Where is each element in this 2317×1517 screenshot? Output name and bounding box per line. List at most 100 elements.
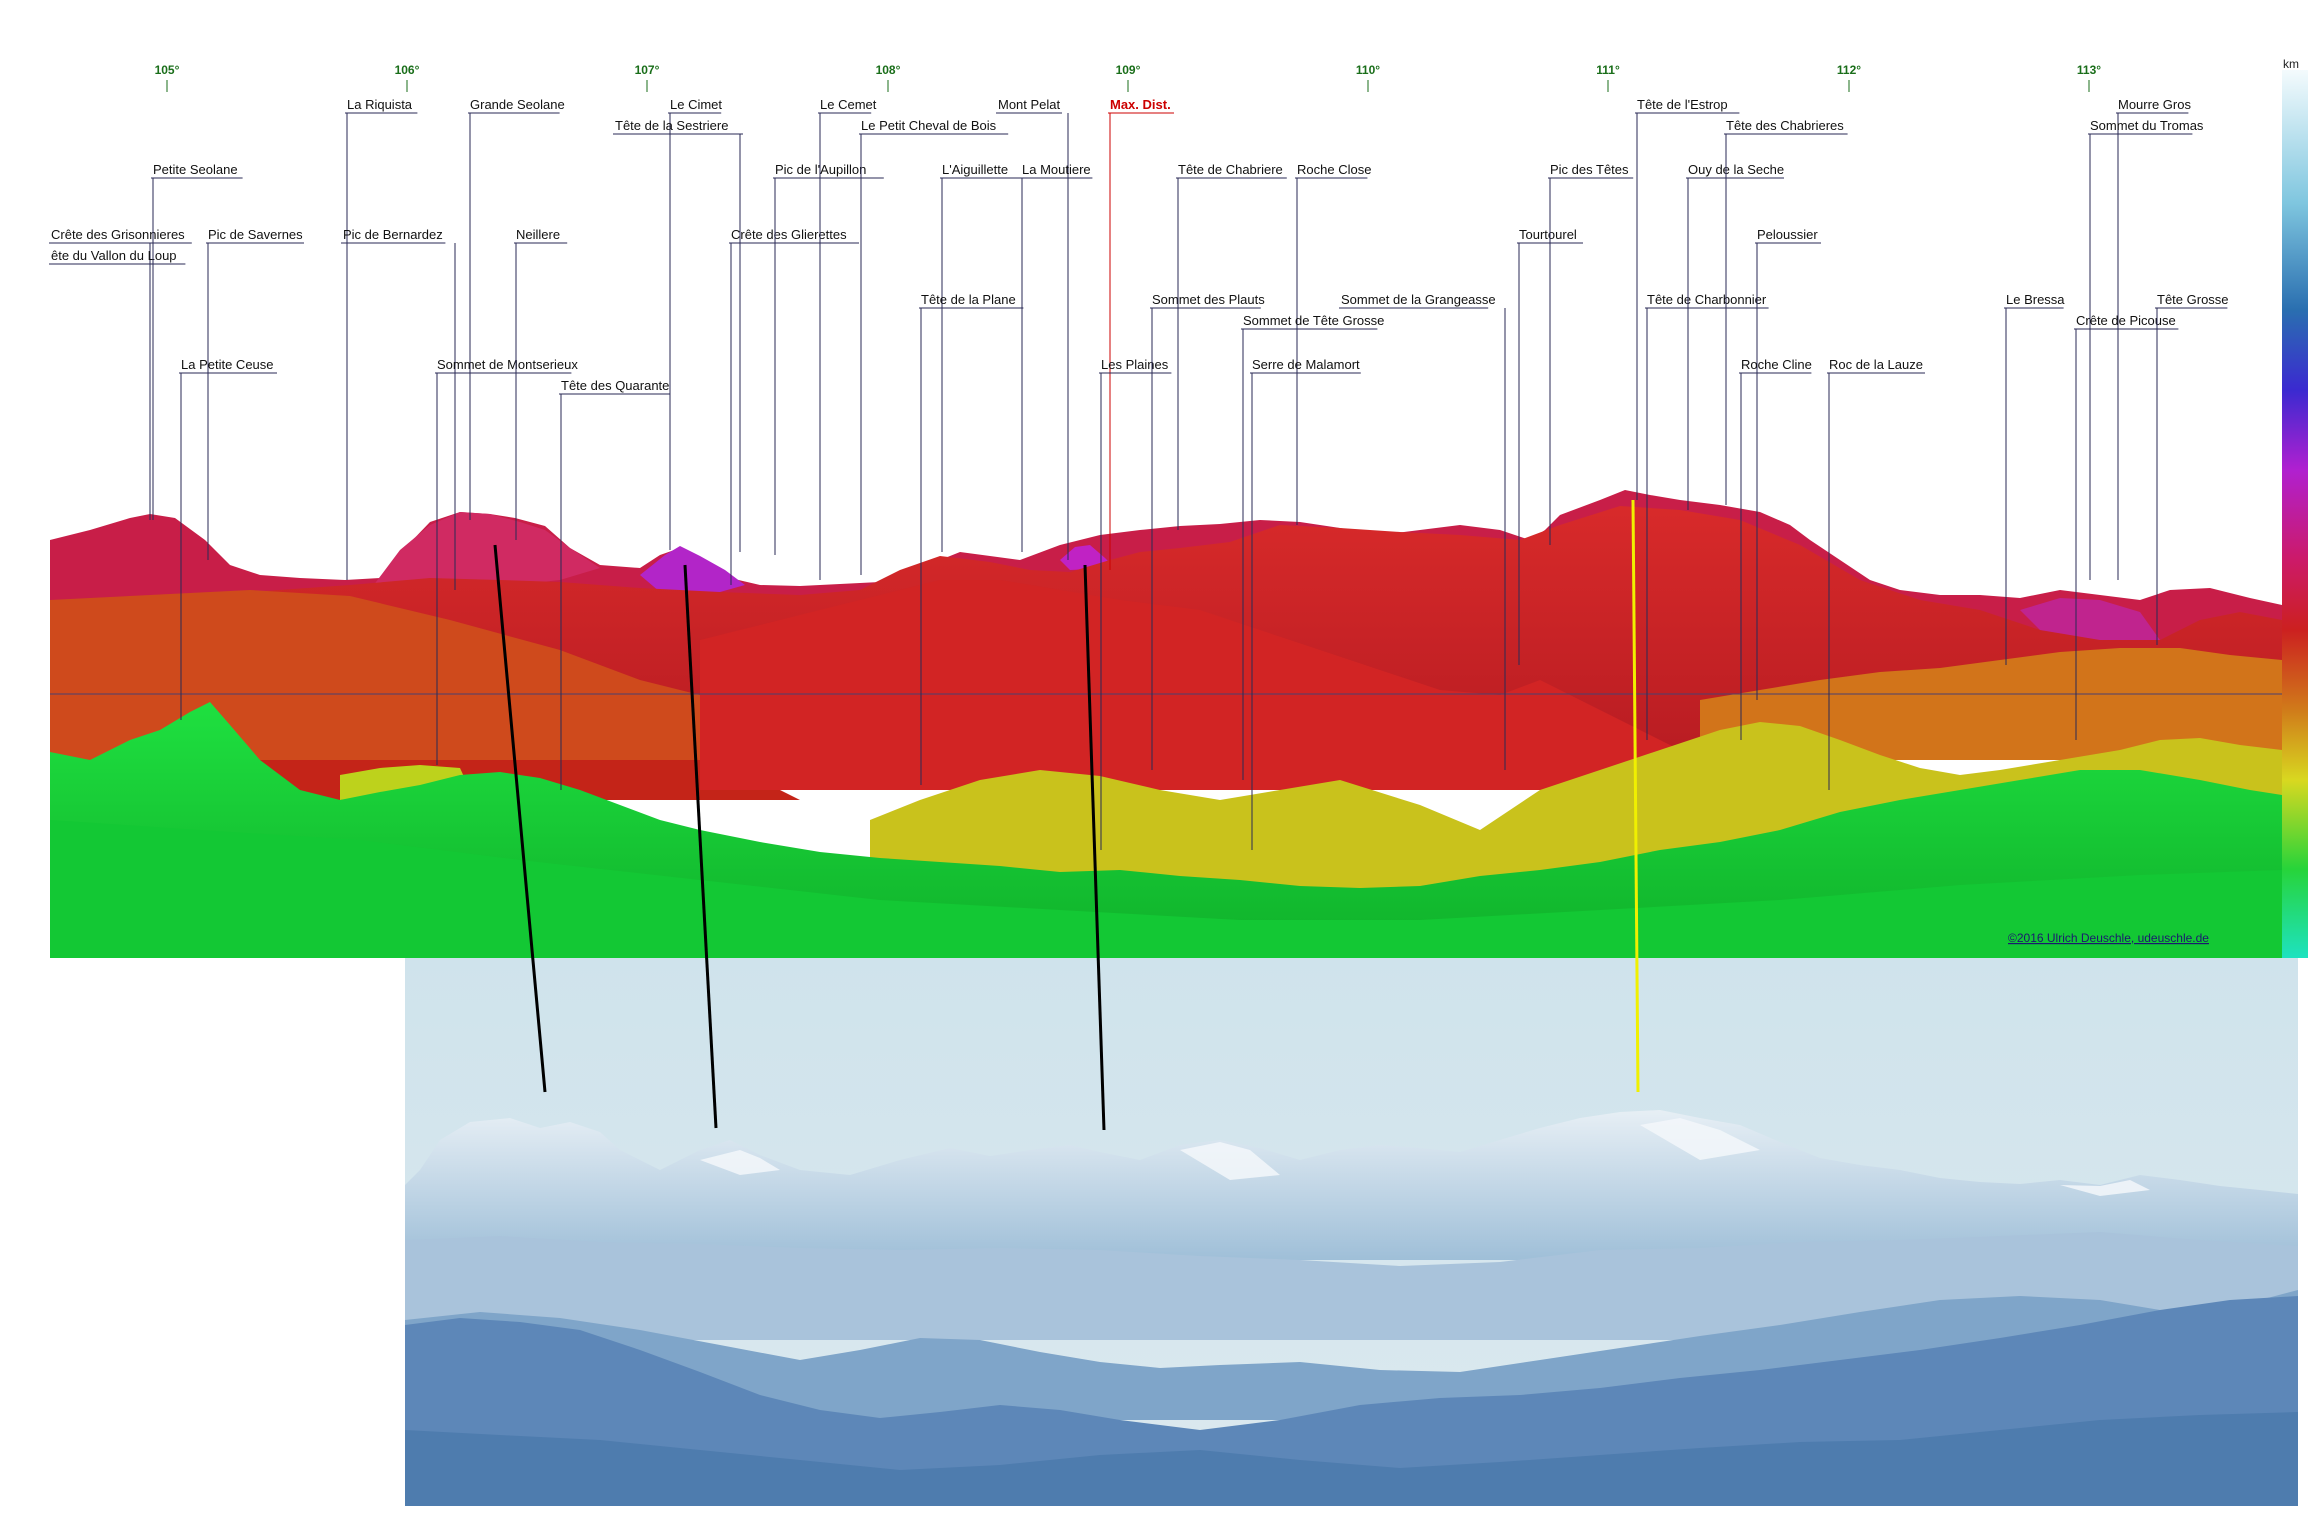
summit-name: Max. Dist. <box>1110 97 1171 112</box>
summit-name: Mourre Gros <box>2118 97 2191 112</box>
elevation-legend: km <box>2282 57 2308 958</box>
summit-name: Pic des Têtes <box>1550 162 1629 177</box>
degree-label: 108° <box>876 63 901 77</box>
summit-name: Petite Seolane <box>153 162 238 177</box>
summit-label: Sommet de Tête Grosse <box>1241 313 1384 780</box>
summit-label: Grande Seolane <box>468 97 565 520</box>
summit-label: Tourtourel <box>1517 227 1583 665</box>
max-distance-marker: Max. Dist. <box>1108 97 1174 570</box>
ridge-orange-right <box>1700 648 2282 760</box>
photo-foreground <box>405 1412 2298 1506</box>
ridge-orange-left <box>50 590 900 760</box>
summit-label: Pic de Bernardez <box>341 227 456 590</box>
match-line-yellow <box>1631 499 1640 1093</box>
summit-name: Crête de Picouse <box>2076 313 2176 328</box>
summit-name: Tête de l'Estrop <box>1637 97 1728 112</box>
summit-name: Pic de Bernardez <box>343 227 443 242</box>
summit-label: La Petite Ceuse <box>179 357 277 720</box>
ridge-red-foreground <box>700 580 1700 790</box>
summit-label: Le Bressa <box>2004 292 2065 665</box>
summit-label: Mont Pelat <box>996 97 1069 560</box>
summit-name: Sommet de Tête Grosse <box>1243 313 1384 328</box>
summit-name: Serre de Malamort <box>1252 357 1360 372</box>
peak-pink-left <box>370 512 600 590</box>
summit-name: Le Petit Cheval de Bois <box>861 118 997 133</box>
summit-name: Crête des Grisonnieres <box>51 227 185 242</box>
legend-color-bar <box>2282 70 2308 958</box>
match-line-1 <box>493 544 547 1093</box>
summit-label: ête du Vallon du Loup <box>49 248 186 520</box>
summit-name: Pic de l'Aupillon <box>775 162 866 177</box>
summit-name: L'Aiguillette <box>942 162 1008 177</box>
summit-label: Tête de l'Estrop <box>1635 97 1740 500</box>
summit-name: Pic de Savernes <box>208 227 303 242</box>
copyright-credit[interactable]: ©2016 Ulrich Deuschle, udeuschle.de <box>2008 931 2209 945</box>
degree-label: 109° <box>1116 63 1141 77</box>
summit-label: La Moutiere <box>1020 162 1093 552</box>
degree-label: 107° <box>635 63 660 77</box>
summit-name: Sommet du Tromas <box>2090 118 2204 133</box>
summit-name: Roche Close <box>1297 162 1371 177</box>
summit-label: Pic de l'Aupillon <box>773 162 884 555</box>
summit-name: Les Plaines <box>1101 357 1169 372</box>
summit-name: Tourtourel <box>1519 227 1577 242</box>
correspondence-lines <box>493 499 1640 1131</box>
match-line-3 <box>1083 564 1106 1131</box>
legend-unit-label: km <box>2283 57 2299 71</box>
summit-name: Tête Grosse <box>2157 292 2229 307</box>
summit-label: Le Cemet <box>818 97 877 580</box>
summit-name: Tête de la Sestriere <box>615 118 728 133</box>
degree-label: 105° <box>155 63 180 77</box>
summit-name: Le Cemet <box>820 97 877 112</box>
summit-labels: Crête des Grisonnieres ête du Vallon du L… <box>49 97 2229 850</box>
summit-name: Roc de la Lauze <box>1829 357 1923 372</box>
summit-label: Ouy de la Seche <box>1686 162 1784 510</box>
summit-name: La Petite Ceuse <box>181 357 274 372</box>
summit-label: Tête Grosse <box>2155 292 2229 645</box>
summit-name: Le Bressa <box>2006 292 2065 307</box>
summit-name: Peloussier <box>1757 227 1818 242</box>
summit-label: Tête de Charbonnier <box>1645 292 1769 740</box>
summit-label: Crête des Glierettes <box>729 227 859 585</box>
summit-name: Sommet de Montserieux <box>437 357 578 372</box>
summit-label: Petite Seolane <box>151 162 243 520</box>
degree-axis: 105°106°107°108°109°110°111°112°113° <box>155 63 2101 92</box>
summit-label: Mourre Gros <box>2116 97 2191 580</box>
summit-name: Tête des Quarante <box>561 378 669 393</box>
summit-name: Tête de Chabriere <box>1178 162 1283 177</box>
summit-label: Sommet du Tromas <box>2088 118 2204 580</box>
summit-name: Grande Seolane <box>470 97 565 112</box>
summit-name: ête du Vallon du Loup <box>51 248 177 263</box>
summit-label: Tête des Chabrieres <box>1724 118 1848 505</box>
degree-label: 113° <box>2077 63 2101 77</box>
summit-label: Sommet de Montserieux <box>435 357 578 765</box>
summit-name: Tête de la Plane <box>921 292 1016 307</box>
summit-label: Neillere <box>514 227 568 540</box>
peak-magenta-1 <box>640 546 745 592</box>
summit-label: Crête des Grisonnieres <box>49 227 192 520</box>
summit-label: Pic de Savernes <box>206 227 304 560</box>
summit-label: Le Petit Cheval de Bois <box>859 118 1009 575</box>
summit-label: Tête de Chabriere <box>1176 162 1287 530</box>
degree-label: 112° <box>1837 63 1861 77</box>
summit-label: Sommet de la Grangeasse <box>1339 292 1506 770</box>
summit-label: Roc de la Lauze <box>1827 357 1925 790</box>
photograph <box>405 958 2298 1506</box>
summit-label: Serre de Malamort <box>1250 357 1361 850</box>
summit-name: Mont Pelat <box>998 97 1061 112</box>
degree-label: 111° <box>1596 63 1620 77</box>
summit-name: Tête de Charbonnier <box>1647 292 1767 307</box>
match-line-2 <box>683 564 718 1129</box>
summit-name: La Moutiere <box>1022 162 1091 177</box>
summit-label: Pic des Têtes <box>1548 162 1634 545</box>
summit-label: Roche Cline <box>1739 357 1812 740</box>
degree-label: 110° <box>1356 63 1380 77</box>
photo-far-range <box>405 1110 2298 1260</box>
ridge-green-lower <box>50 820 2282 958</box>
summit-label: Peloussier <box>1755 227 1821 700</box>
summit-label: Roche Close <box>1295 162 1371 525</box>
summit-name: Tête des Chabrieres <box>1726 118 1844 133</box>
summit-label: Crête de Picouse <box>2074 313 2179 740</box>
rendered-terrain <box>50 490 2282 958</box>
